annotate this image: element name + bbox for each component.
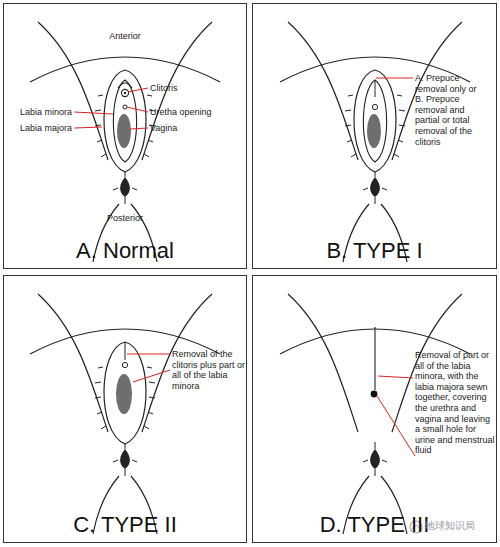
type-one-anatomy	[280, 22, 470, 262]
clitoris-dot	[124, 92, 126, 94]
type-two-anatomy	[30, 294, 220, 534]
small-hole	[371, 391, 378, 398]
prepuce	[118, 83, 132, 88]
annotation-note: Removal of part or all of the labia mino…	[415, 350, 497, 456]
urethra-shape	[123, 105, 127, 109]
clitoris-shape	[121, 89, 128, 96]
panel-title: B. TYPE I	[253, 238, 496, 264]
part-name: Clitoris	[150, 83, 210, 94]
body-outline	[280, 22, 470, 262]
watermark: 地球知识局	[425, 520, 495, 532]
leader-lines	[127, 354, 170, 382]
urethra-shape	[372, 104, 377, 109]
body-outline	[30, 22, 220, 262]
panel-title: A. Normal	[4, 238, 246, 264]
vagina-shape	[117, 114, 131, 148]
labia-majora-shape	[95, 342, 155, 444]
labia-minora-shape	[113, 80, 136, 162]
labia-majora-shape	[345, 70, 405, 172]
sewn-line	[374, 327, 375, 390]
urethra-shape	[122, 362, 127, 367]
panel-title: C. TYPE II	[4, 512, 246, 538]
part-name: Labia majora	[10, 123, 72, 134]
vagina-shape	[367, 114, 381, 148]
labia-minora-shape	[363, 80, 386, 162]
annotation-note: Removal of the clitoris plus part or all…	[172, 349, 252, 391]
body-outline	[30, 294, 220, 534]
leader-line	[376, 78, 413, 79]
scar-line	[125, 342, 126, 360]
panel: A. Normal	[3, 3, 247, 269]
part-name: Labia minora	[10, 107, 72, 118]
part-name: Uretha opening	[150, 107, 230, 118]
orientation-label: Anterior	[100, 31, 150, 42]
leader-lines	[74, 88, 148, 129]
normal-anatomy	[30, 22, 220, 262]
part-name: Vagina	[150, 123, 210, 134]
panel: C. TYPE II	[3, 275, 247, 543]
annotation-note: A. Prepuce removal only or B. Prepuce re…	[415, 73, 487, 147]
leader-lines	[377, 376, 415, 456]
orientation-label: Posterior	[95, 213, 155, 224]
scar-line	[375, 80, 376, 97]
labia-majora-shape	[95, 70, 155, 172]
vagina-shape	[116, 374, 132, 414]
